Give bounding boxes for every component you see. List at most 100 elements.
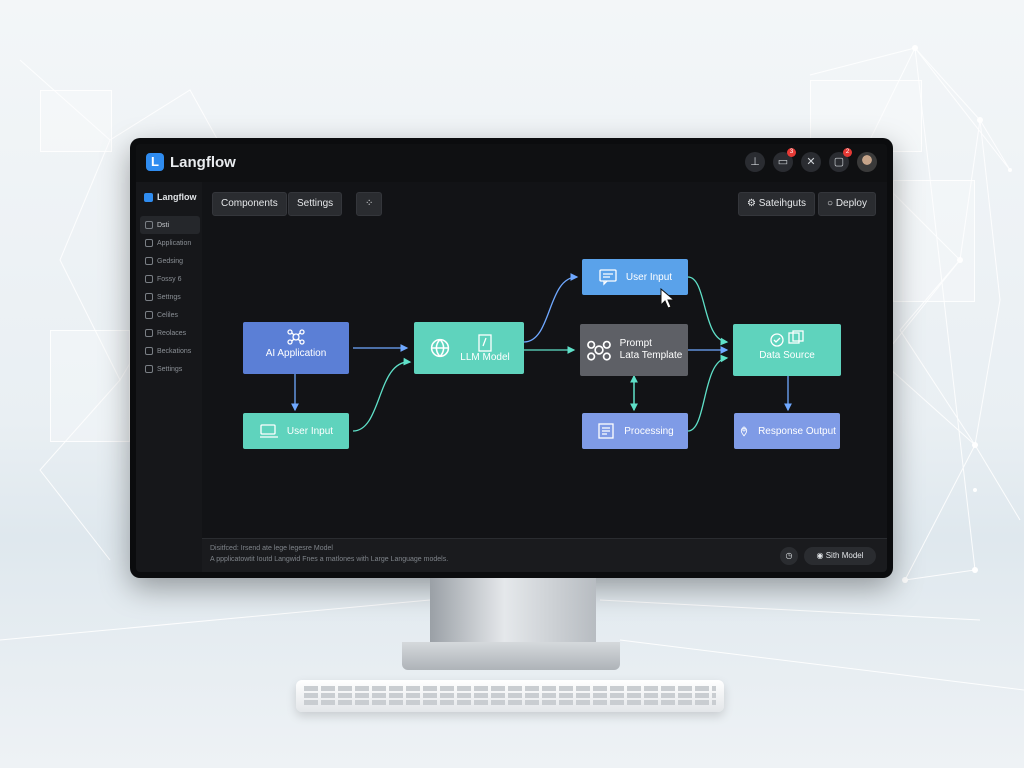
timer-button[interactable]: ◷ xyxy=(780,547,798,565)
key-row xyxy=(304,700,716,705)
message-badge: 2 xyxy=(843,148,852,157)
keyboard xyxy=(296,680,724,712)
node-label: AI Application xyxy=(265,348,327,359)
hologram-panel-left-2 xyxy=(40,90,112,152)
hologram-panel-left xyxy=(50,330,130,442)
notification-badge: 3 xyxy=(787,148,796,157)
model-button-label: Sith Model xyxy=(825,551,864,560)
status-bar: Disitfced: Irsend ate lege legesre Model… xyxy=(202,538,887,572)
cluster-icon xyxy=(586,340,611,361)
node-ai-application[interactable]: AI Application xyxy=(243,322,349,374)
sidebar-item-label: Application xyxy=(157,239,192,247)
sidebar-item-gedsing[interactable]: Gedsing xyxy=(140,252,200,270)
node-processing[interactable]: Processing xyxy=(582,413,688,449)
chat-icon xyxy=(599,269,617,286)
key-row xyxy=(304,686,716,691)
tools-icon[interactable]: ✕ xyxy=(801,152,821,172)
loading-icon[interactable]: ⁘ xyxy=(356,192,382,216)
settings-button[interactable]: Settings xyxy=(288,192,343,216)
database-icon xyxy=(770,330,804,347)
mouse-cursor-icon xyxy=(660,288,676,309)
application-icon xyxy=(145,239,153,247)
sidebar-item-label: Settngs xyxy=(157,293,181,301)
monitor: L Langflow ⊥ ▭3 ✕ ▢2 Langflow Dsti Appli… xyxy=(130,138,893,578)
avatar[interactable] xyxy=(857,152,877,172)
node-label-line2: Lata Template xyxy=(619,350,683,361)
sidebar-brand-label: Langflow xyxy=(157,192,197,202)
settings2-button[interactable]: ⚙ Sateihguts xyxy=(738,192,816,216)
settings2-label: Sateihguts xyxy=(758,198,807,209)
app-screen: L Langflow ⊥ ▭3 ✕ ▢2 Langflow Dsti Appli… xyxy=(136,144,887,572)
node-label: Processing xyxy=(624,425,674,437)
deploy-label: Deploy xyxy=(835,198,867,209)
gear-icon xyxy=(145,365,153,373)
message-icon[interactable]: ▢2 xyxy=(829,148,852,172)
document-icon xyxy=(478,333,492,352)
model-icon: ◉ xyxy=(816,551,824,560)
sidebar-item-celiles[interactable]: Celiles xyxy=(140,306,200,324)
location-pin-icon xyxy=(740,426,748,437)
node-label: User Input xyxy=(625,271,673,283)
sidebar-logo-icon xyxy=(144,192,153,202)
node-prompt-template[interactable]: Prompt Lata Template xyxy=(580,324,688,376)
sidebar-item-settings[interactable]: Settings xyxy=(140,360,200,378)
sidebar-item-label: Celiles xyxy=(157,311,179,319)
user-icon[interactable]: ⊥ xyxy=(745,152,765,172)
search-icon: ○ xyxy=(827,198,834,209)
home-icon xyxy=(145,221,153,229)
sidebar-item-beckations[interactable]: Beckations xyxy=(140,342,200,360)
flow-wires xyxy=(291,273,792,432)
heart-icon xyxy=(145,275,153,283)
status-line-1: Disitfced: Irsend ate lege legesre Model xyxy=(210,545,333,552)
tag-icon xyxy=(145,329,153,337)
notification-icon[interactable]: ▭3 xyxy=(773,148,796,172)
node-label: Data Source xyxy=(759,350,815,361)
sidebar-item-dsti[interactable]: Dsti xyxy=(140,216,200,234)
sidebar-item-label: Settings xyxy=(157,365,183,373)
document-list-icon xyxy=(598,423,614,439)
node-llm-text: LLM Model xyxy=(460,333,510,363)
brand[interactable]: L Langflow xyxy=(146,153,236,171)
node-label-line1: Prompt xyxy=(619,338,652,349)
node-label: LLM Model xyxy=(460,351,510,363)
key-row xyxy=(304,693,716,698)
model-button[interactable]: ◉ Sith Model xyxy=(804,547,876,565)
keyboard-icon xyxy=(259,424,278,438)
toolbar: Components Settings ⁘ ⚙ Sateihguts ○ Dep… xyxy=(212,192,877,216)
sidebar-brand[interactable]: Langflow xyxy=(144,192,197,202)
wire-userinput-to-llm xyxy=(352,357,412,432)
node-llm-model[interactable]: LLM Model xyxy=(414,322,524,374)
app-title: Langflow xyxy=(170,153,236,171)
sidebar-item-label: Gedsing xyxy=(157,257,184,265)
top-icons: ⊥ ▭3 ✕ ▢2 xyxy=(745,148,877,172)
components-button[interactable]: Components xyxy=(212,192,287,216)
top-bar: L Langflow ⊥ ▭3 ✕ ▢2 xyxy=(136,144,887,182)
node-data-source[interactable]: Data Source xyxy=(733,324,841,376)
langflow-logo-icon: L xyxy=(146,153,164,171)
status-line-2: A ppplicatowtit Ioutd Langwid Fnes a rna… xyxy=(210,556,449,563)
node-user-input-top[interactable]: User Input xyxy=(582,259,688,295)
sidebar-item-label: Fossy 6 xyxy=(157,275,182,283)
sidebar-item-label: Beckations xyxy=(157,347,192,355)
sidebar-item-reolaces[interactable]: Reolaces xyxy=(140,324,200,342)
deploy-button[interactable]: ○ Deploy xyxy=(818,192,876,216)
sidebar-item-label: Reolaces xyxy=(157,329,187,337)
sidebar-item-settngs[interactable]: Settngs xyxy=(140,288,200,306)
search-icon xyxy=(145,347,153,355)
hologram-panel-right-2 xyxy=(893,180,975,302)
monitor-stand xyxy=(430,578,596,644)
sidebar-list: Dsti Application Gedsing Fossy 6 Settngs… xyxy=(140,216,200,378)
node-user-input-left[interactable]: User Input xyxy=(243,413,349,449)
list-icon xyxy=(145,257,153,265)
gear-icon: ⚙ xyxy=(747,198,756,209)
wire-userinput-to-datasource xyxy=(687,276,729,346)
sidebar-item-application[interactable]: Application xyxy=(140,234,200,252)
wire-llm-to-userinput xyxy=(523,273,579,343)
sidebar-item-label: Dsti xyxy=(157,221,170,229)
node-prompt-text: Prompt Lata Template xyxy=(620,338,683,362)
node-response-output[interactable]: Response Output xyxy=(734,413,840,449)
flow-canvas[interactable]: AI Application User Input LLM Model xyxy=(202,222,887,538)
sidebar-item-fossy[interactable]: Fossy 6 xyxy=(140,270,200,288)
search-icon xyxy=(145,293,153,301)
